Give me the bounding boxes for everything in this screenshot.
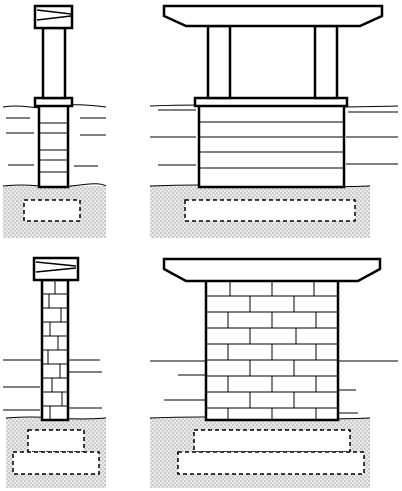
footing-outline [184, 199, 356, 222]
footing-upper [27, 429, 85, 453]
cap-hatching [35, 261, 77, 273]
pile-group [37, 102, 70, 189]
panel-top-left-pile-side [2, 4, 107, 238]
pier-column-left [206, 24, 232, 100]
footing-upper [193, 429, 351, 453]
pier-column-right [313, 24, 339, 100]
pile-planks [39, 122, 68, 173]
pile-group [197, 102, 346, 189]
pile-planks [199, 121, 344, 169]
footing-lower [177, 451, 365, 475]
panel-bottom-left-masonry-side [3, 256, 107, 488]
pier-cap-hammerhead [162, 4, 384, 28]
pier-column [41, 26, 67, 100]
cap-hatching [36, 9, 72, 21]
panel-bottom-right-masonry-front [149, 257, 398, 488]
footing-outline [23, 199, 81, 222]
panel-top-right-pile-front [149, 4, 399, 238]
masonry-courses [42, 280, 68, 420]
footing-lower [12, 451, 100, 475]
masonry-courses [206, 280, 338, 420]
pier-cap-hammerhead [162, 257, 382, 283]
pile-cap [193, 96, 349, 108]
